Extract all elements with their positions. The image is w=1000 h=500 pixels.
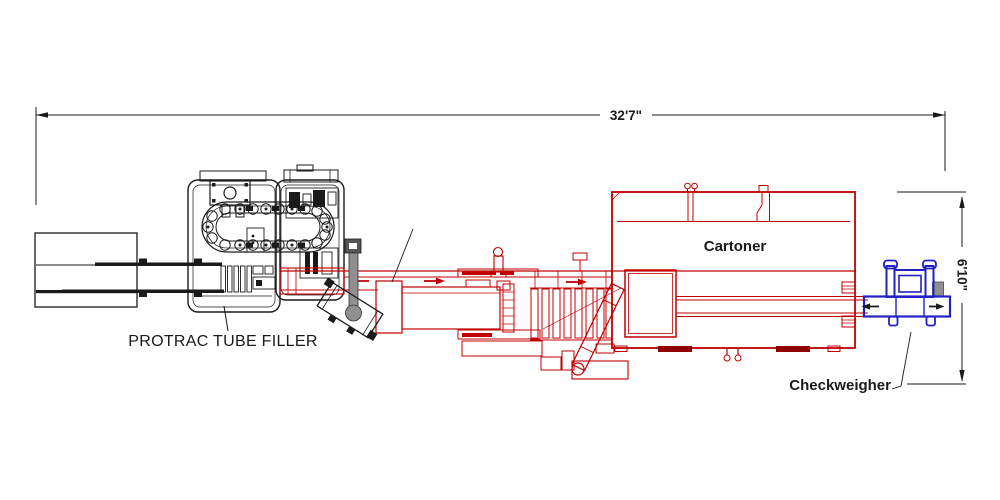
checkweigher-leader-line: [891, 331, 912, 390]
tube-filler-leader-line: [223, 305, 229, 332]
dim-arrow-up-icon: [959, 196, 965, 208]
dimension-overall-depth: 6'10": [897, 191, 970, 385]
filler-carousel: [201, 201, 335, 253]
transfer-conveyor: [279, 246, 856, 380]
callout-leader-line: [391, 228, 414, 283]
checkweigher-label: Checkweigher: [789, 377, 891, 394]
filler-gearbox: [209, 180, 251, 218]
infeed-table: [34, 232, 207, 308]
checkweigher-arrow-in-icon: [861, 303, 879, 310]
dim-arrow-down-icon: [959, 370, 965, 382]
tube-magazine-assembly: [316, 238, 384, 341]
filler-left-cabinet-parts: [190, 227, 276, 297]
cartoner-label: Cartoner: [704, 238, 767, 255]
checkweigher-machine: [861, 259, 952, 327]
tube-filler-label: PROTRAC TUBE FILLER: [128, 333, 317, 350]
dimension-overall-length: 32'7": [35, 107, 946, 205]
tube-filler-machine: [187, 164, 345, 313]
carton-erector-arm: [571, 282, 625, 376]
conveyor-arrow-right-icon: [424, 277, 445, 285]
dim-arrow-right-icon: [933, 112, 945, 118]
overall-depth-text: 6'10": [955, 259, 970, 291]
conveyor-arrow-right2-icon: [566, 278, 587, 286]
dim-arrow-left-icon: [36, 112, 48, 118]
checkweigher-arrow-out-icon: [929, 303, 945, 310]
cartoner-machine: Cartoner: [611, 182, 868, 362]
filler-right-cabinet-parts: [285, 187, 339, 279]
overall-length-text: 32'7": [610, 108, 642, 123]
